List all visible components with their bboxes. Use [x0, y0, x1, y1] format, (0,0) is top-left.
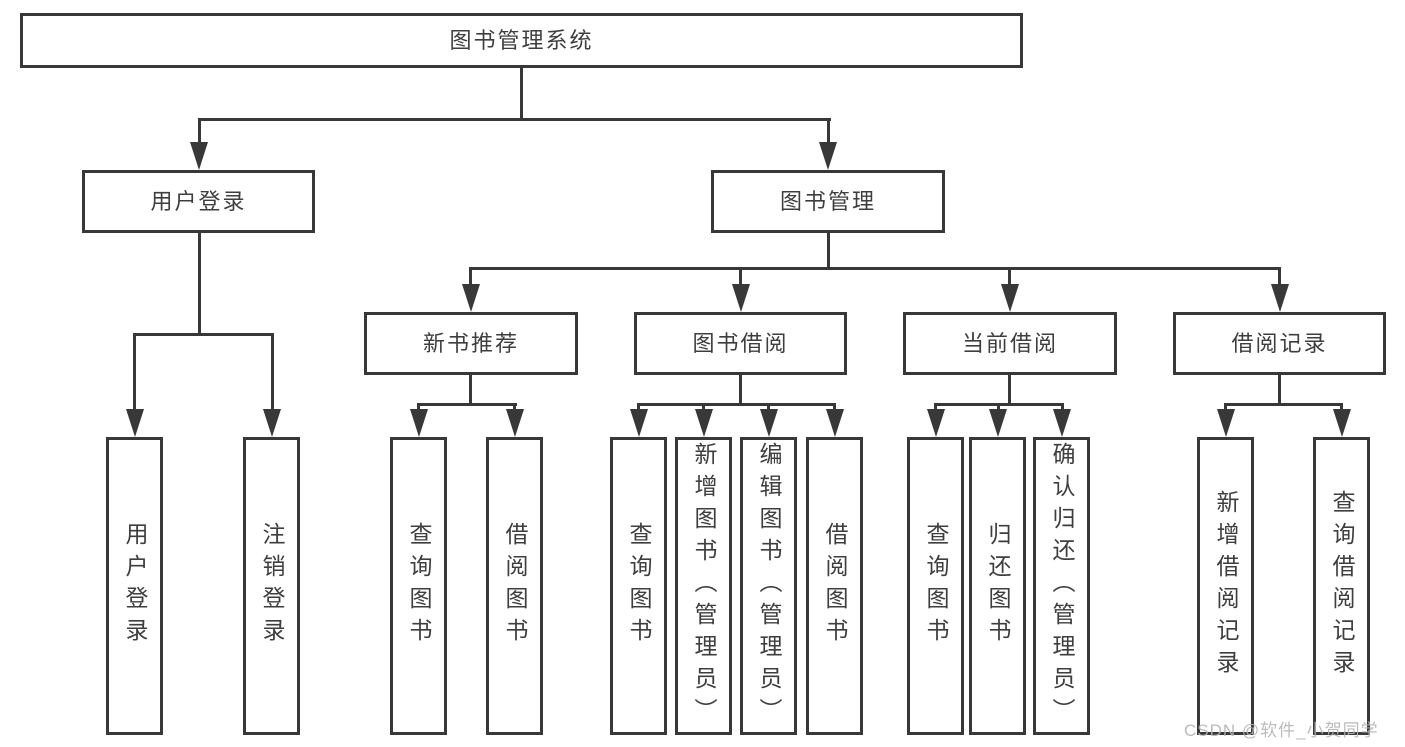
connector-line: [637, 403, 836, 406]
arrow-down-icon: [190, 142, 208, 170]
connector-line: [637, 406, 640, 411]
leaf-user-login: 用户登录: [106, 437, 163, 735]
leaf-return-books: 归还图书: [969, 437, 1026, 735]
leaf-label: 注销登录: [259, 522, 285, 650]
node-label: 用户登录: [150, 188, 247, 214]
connector-line: [197, 233, 201, 335]
csdn-watermark: CSDN @软件_小贺同学: [1184, 721, 1379, 740]
connector-line: [1224, 406, 1227, 411]
connector-line: [702, 406, 705, 411]
leaf-query-books-recommend: 查询图书: [390, 437, 447, 735]
node-label: 图书管理系统: [449, 27, 594, 53]
connector-line: [513, 406, 516, 411]
node-book-management: 图书管理: [711, 170, 945, 233]
leaf-query-books-current: 查询图书: [907, 437, 964, 735]
connector-line: [469, 270, 472, 286]
node-label: 新书推荐: [422, 330, 519, 356]
connector-line: [739, 375, 742, 406]
arrow-down-icon: [409, 409, 428, 437]
connector-line: [934, 403, 1064, 406]
arrow-down-icon: [731, 284, 750, 312]
leaf-label: 用户登录: [122, 522, 148, 650]
leaf-label: 查询借阅记录: [1329, 490, 1355, 682]
arrow-down-icon: [1216, 409, 1235, 437]
node-borrowing-records: 借阅记录: [1173, 312, 1386, 375]
arrow-down-icon: [694, 409, 713, 437]
connector-line: [469, 267, 1281, 270]
arrow-down-icon: [1332, 409, 1351, 437]
connector-line: [1008, 270, 1011, 286]
connector-line: [1224, 403, 1343, 406]
leaf-label: 新增借阅记录: [1213, 490, 1239, 682]
node-label: 当前借阅: [961, 330, 1058, 356]
connector-line: [197, 118, 831, 121]
connector-line: [132, 336, 136, 411]
leaf-label: 查询图书: [923, 522, 949, 650]
node-new-book-recommendation: 新书推荐: [364, 312, 578, 375]
leaf-label: 查询图书: [406, 522, 432, 650]
leaf-label: 查询图书: [626, 522, 652, 650]
leaf-label: 确认归还（管理员）: [1049, 442, 1075, 730]
node-label: 图书管理: [779, 188, 876, 214]
leaf-label: 借阅图书: [502, 522, 528, 650]
node-current-borrowing: 当前借阅: [903, 312, 1117, 375]
connector-line: [934, 406, 937, 411]
connector-line: [417, 403, 517, 406]
node-library-management-system: 图书管理系统: [20, 13, 1023, 68]
leaf-query-books-borrowing: 查询图书: [610, 437, 667, 735]
connector-line: [1340, 406, 1343, 411]
leaf-label: 借阅图书: [822, 522, 848, 650]
leaf-label: 归还图书: [985, 522, 1011, 650]
connector-line: [519, 68, 523, 120]
node-book-borrowing: 图书借阅: [634, 312, 847, 375]
arrow-down-icon: [1000, 284, 1019, 312]
connector-line: [1008, 375, 1011, 406]
connector-line: [270, 336, 274, 411]
connector-line: [826, 121, 830, 146]
connector-line: [1278, 270, 1281, 286]
leaf-add-books-admin: 新增图书（管理员）: [675, 437, 732, 735]
leaf-logout: 注销登录: [243, 437, 300, 735]
arrow-down-icon: [825, 409, 844, 437]
arrow-down-icon: [629, 409, 648, 437]
arrow-down-icon: [989, 409, 1007, 437]
node-user-login: 用户登录: [82, 170, 315, 233]
node-label: 图书借阅: [692, 330, 789, 356]
arrow-down-icon: [1052, 409, 1071, 437]
connector-line: [1060, 406, 1064, 411]
leaf-label: 编辑图书（管理员）: [756, 442, 782, 730]
leaf-query-borrowing-record: 查询借阅记录: [1313, 437, 1370, 735]
connector-line: [739, 270, 742, 286]
arrow-down-icon: [926, 409, 945, 437]
connector-line: [833, 406, 836, 411]
leaf-borrow-books: 借阅图书: [806, 437, 863, 735]
arrow-down-icon: [819, 142, 837, 170]
arrow-down-icon: [1270, 284, 1289, 312]
leaf-label: 新增图书（管理员）: [691, 442, 717, 730]
connector-line: [197, 121, 201, 146]
connector-line: [767, 406, 770, 411]
leaf-borrow-books-recommend: 借阅图书: [486, 437, 543, 735]
connector-line: [469, 375, 472, 406]
connector-line: [132, 333, 274, 336]
connector-line: [826, 233, 830, 270]
leaf-confirm-return-admin: 确认归还（管理员）: [1033, 437, 1090, 735]
leaf-add-borrowing-record: 新增借阅记录: [1197, 437, 1254, 735]
arrow-down-icon: [759, 409, 778, 437]
leaf-edit-books-admin: 编辑图书（管理员）: [740, 437, 797, 735]
arrow-down-icon: [505, 409, 524, 437]
arrow-down-icon: [125, 409, 144, 437]
connector-line: [996, 406, 1000, 411]
arrow-down-icon: [263, 409, 281, 437]
node-label: 借阅记录: [1231, 330, 1328, 356]
connector-line: [417, 406, 420, 411]
arrow-down-icon: [461, 284, 480, 312]
connector-line: [1278, 375, 1281, 406]
